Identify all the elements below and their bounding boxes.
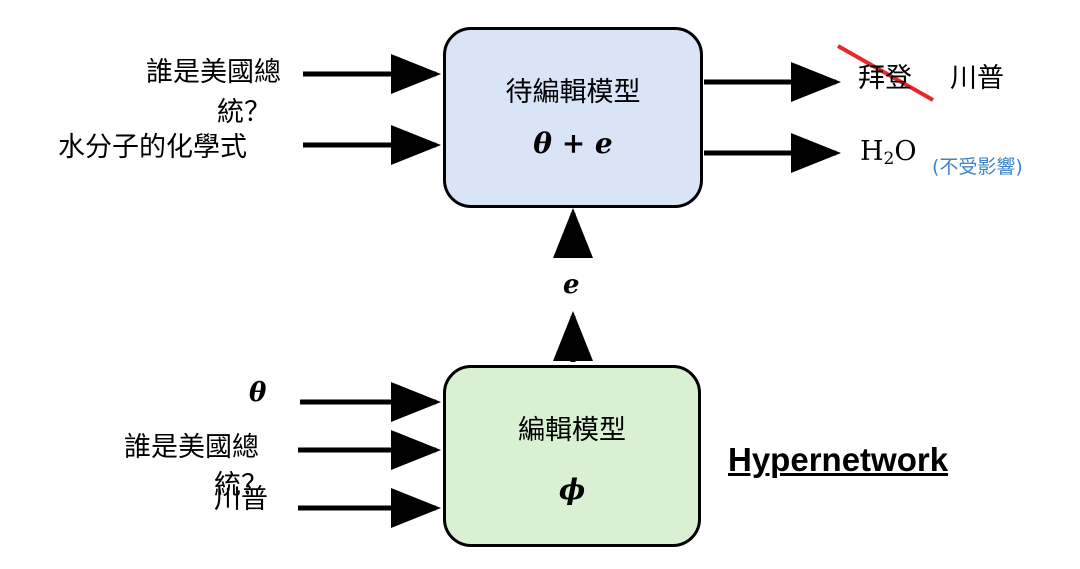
edit-vector-label: e bbox=[563, 270, 580, 300]
h2o-main: H bbox=[860, 136, 884, 167]
bottom-answer: 川普 bbox=[214, 484, 268, 515]
top-model-title: 待編輯模型 bbox=[505, 77, 641, 108]
top-model-box: 待編輯模型 θ + e bbox=[443, 27, 703, 208]
h2o-sub: 2 bbox=[883, 149, 895, 169]
unaffected-note: (不受影響) bbox=[932, 156, 1023, 178]
new-answer: 川普 bbox=[950, 63, 1004, 94]
top-model-symbol: θ + e bbox=[533, 127, 613, 160]
bottom-question-line1: 誰是美國總 bbox=[124, 432, 259, 463]
bottom-question-line2: 統？ bbox=[214, 470, 268, 501]
strike-line bbox=[837, 44, 934, 102]
h2o-output: H2O bbox=[860, 136, 917, 175]
old-answer: 拜登 bbox=[858, 63, 912, 94]
theta-input: θ bbox=[249, 378, 267, 408]
hypernetwork-label: Hypernetwork bbox=[728, 441, 949, 478]
editor-model-box: 編輯模型 ϕ bbox=[443, 365, 701, 547]
editor-model-title: 編輯模型 bbox=[518, 415, 626, 446]
h2o-tail: O bbox=[894, 136, 917, 167]
top-question-line2: 統？ bbox=[217, 97, 271, 128]
editor-model-symbol: ϕ bbox=[558, 473, 586, 506]
top-question-line1: 誰是美國總 bbox=[146, 57, 281, 88]
chemistry-question: 水分子的化學式 bbox=[58, 132, 247, 163]
